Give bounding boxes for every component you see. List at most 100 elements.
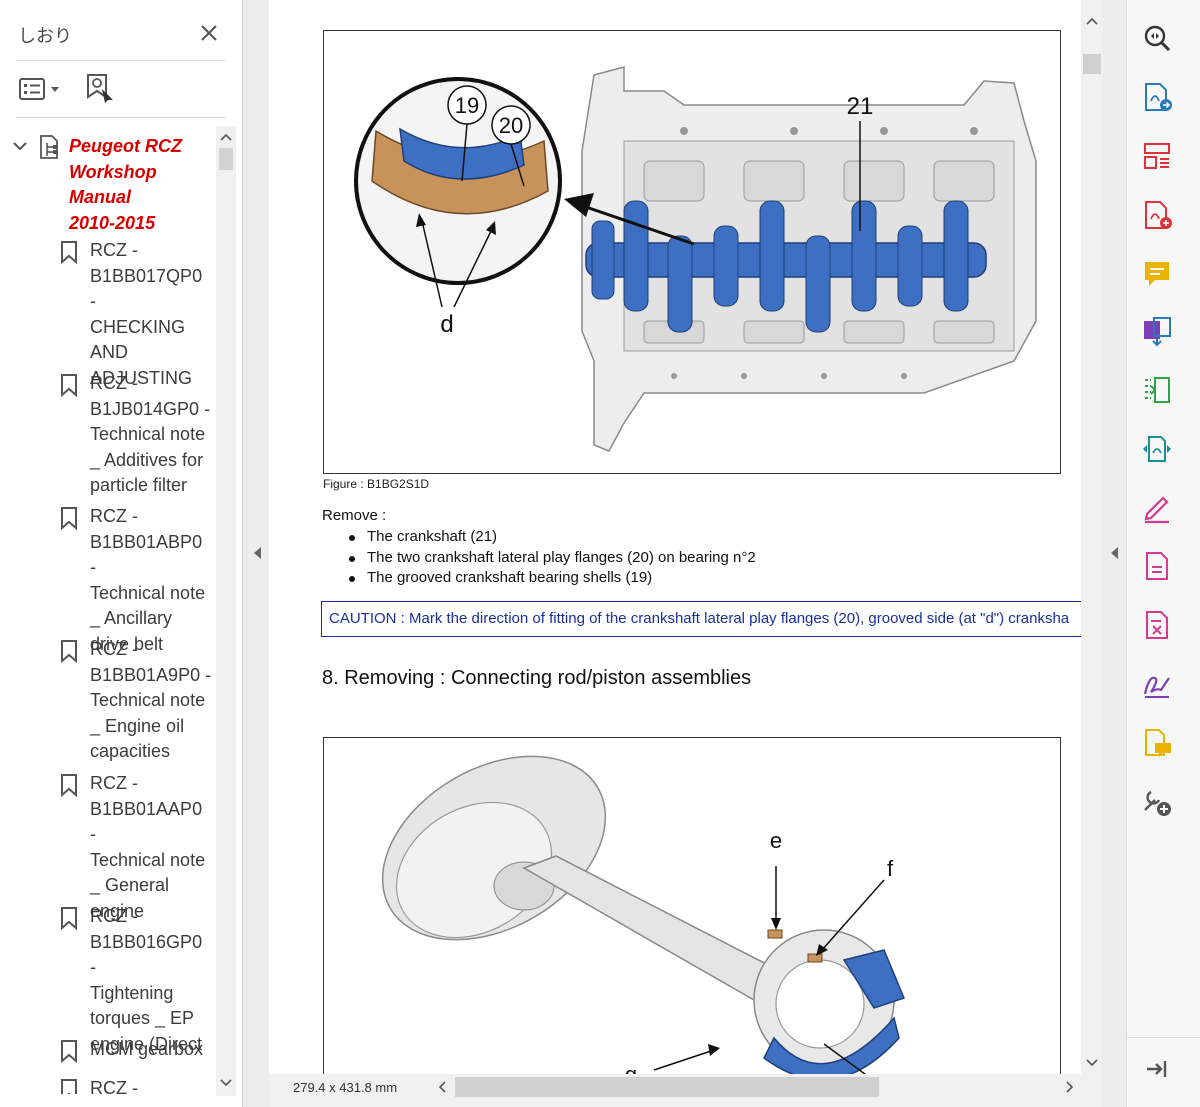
zoom-tool-button[interactable] (1141, 22, 1173, 54)
fill-sign-tool-button[interactable] (1141, 668, 1173, 700)
bookmarks-toolbar (0, 68, 243, 110)
bookmarks-title: しおり (18, 26, 72, 47)
bookmark-label[interactable]: RCZ - B1BB017QP0 - CHECKING AND ADJUSTIN… (90, 240, 203, 388)
edit-pdf-icon (1144, 496, 1169, 524)
connecting-rod-illustration: e f g (381, 755, 906, 1074)
collapse-left-pane-icon[interactable] (252, 546, 262, 560)
add-bookmark-icon (87, 74, 113, 103)
callout-e: e (770, 828, 782, 853)
create-pdf-tool-button[interactable] (1141, 199, 1173, 231)
edit-pdf-tool-button[interactable] (1141, 492, 1173, 524)
bookmark-label[interactable]: RCZ - B1BB01A9P0 - Technical note _ Engi… (90, 639, 212, 762)
divider (16, 60, 226, 61)
convert-tool-button[interactable] (1141, 433, 1173, 465)
compress-icon (1145, 377, 1170, 403)
redact-icon (1146, 611, 1168, 639)
new-bookmark-button[interactable] (84, 72, 116, 104)
organize-pages-icon (1144, 143, 1170, 169)
bookmark-label[interactable]: RCZ - B1BB016GP0 - Tightening torques _ … (90, 906, 203, 1054)
close-bookmarks-button[interactable] (196, 20, 222, 46)
scroll-down-icon[interactable] (220, 1078, 232, 1088)
page-size-readout: 279.4 x 431.8 mm (293, 1080, 398, 1095)
document-page: 19 20 21 d Figure : B1BG2S1D Remove : (269, 0, 1081, 1074)
bookmark-root-label[interactable]: Peugeot RCZ Workshop Manual 2010-2015 (69, 136, 183, 233)
scroll-up-icon[interactable] (220, 132, 232, 142)
section-heading: 8. Removing : Connecting rod/piston asse… (322, 667, 752, 689)
convert-icon (1143, 436, 1171, 462)
horizontal-scrollbar[interactable] (455, 1077, 1065, 1097)
bookmark-icon (61, 507, 77, 530)
scroll-right-icon[interactable] (1065, 1081, 1075, 1093)
scroll-left-icon[interactable] (437, 1081, 447, 1093)
callout-f: f (887, 856, 894, 881)
bookmark-label[interactable]: RCZ - B1BB01ABP0 - Technical note _ Anci… (90, 506, 206, 654)
document-tool-button[interactable] (1141, 550, 1173, 582)
chevron-down-icon[interactable] (12, 138, 28, 154)
bookmark-icon (61, 907, 77, 930)
redact-tool-button[interactable] (1141, 609, 1173, 641)
more-tools-button[interactable] (1141, 786, 1173, 818)
comment-icon (1145, 262, 1169, 286)
divider (16, 117, 226, 118)
figure-caption: Figure : B1BG2S1D (323, 477, 430, 491)
export-pdf-tool-button[interactable] (1141, 81, 1173, 113)
callout-21: 21 (847, 93, 874, 120)
close-icon (201, 25, 217, 41)
document-vertical-scrollbar[interactable] (1081, 0, 1103, 1074)
connecting-rod-figure: e f g (323, 737, 1061, 1074)
bookmarks-header: しおり (0, 0, 243, 60)
document-icon (1146, 552, 1168, 580)
scroll-up-icon[interactable] (1086, 16, 1098, 26)
scroll-down-icon[interactable] (1086, 1058, 1098, 1068)
callout-g: g (625, 1062, 637, 1074)
crankshaft-illustration: 19 20 21 d (354, 66, 1037, 452)
compress-tool-button[interactable] (1141, 374, 1173, 406)
bookmark-icon (61, 774, 77, 797)
bookmark-label[interactable]: RCZ - B1BB01AAP0 - Technical note _ Gene… (90, 773, 206, 921)
bookmark-icon (61, 241, 77, 264)
comment-tool-button[interactable] (1141, 258, 1173, 290)
collapse-pane-icon (1147, 1061, 1167, 1077)
bookmark-label[interactable]: RCZ - B1JB014GP0 - Technical note _ Addi… (90, 373, 211, 496)
bookmarks-scrollbar[interactable] (216, 126, 236, 1096)
bookmark-icon (61, 374, 77, 397)
bookmark-icon (61, 640, 77, 663)
callout-19: 19 (455, 93, 479, 118)
send-comments-tool-button[interactable] (1141, 727, 1173, 759)
callout-20: 20 (499, 113, 523, 138)
list-options-icon (19, 78, 59, 100)
divider (1127, 1037, 1200, 1038)
bookmarks-pane: しおり (0, 0, 243, 1107)
bookmark-label[interactable]: MCM gearbox (90, 1039, 204, 1059)
export-pdf-icon (1145, 83, 1172, 111)
combine-files-icon (1144, 317, 1171, 347)
combine-files-tool-button[interactable] (1141, 315, 1173, 347)
list-item: The crankshaft (21) (349, 527, 756, 548)
more-tools-icon (1144, 790, 1171, 816)
callout-d: d (440, 311, 453, 338)
crankshaft-figure: 19 20 21 d (323, 30, 1061, 474)
bookmark-options-dropdown[interactable] (18, 76, 64, 102)
bookmark-label[interactable]: RCZ - (90, 1078, 138, 1094)
bookmark-icon (61, 1040, 77, 1063)
tools-pane (1126, 0, 1200, 1107)
zoom-icon (1144, 25, 1171, 52)
collapse-tools-pane-button[interactable] (1141, 1053, 1173, 1085)
list-item: The grooved crankshaft bearing shells (1… (349, 568, 756, 589)
remove-heading: Remove : (322, 507, 387, 524)
fill-sign-icon (1143, 676, 1170, 698)
scrollbar-thumb[interactable] (219, 148, 233, 170)
scrollbar-thumb[interactable] (455, 1077, 879, 1097)
organize-pages-tool-button[interactable] (1141, 140, 1173, 172)
list-item: The two crankshaft lateral play flanges … (349, 548, 756, 569)
bookmark-tree: Peugeot RCZ Workshop Manual 2010-2015 RC… (0, 126, 216, 1094)
send-comments-icon (1145, 729, 1171, 757)
document-outline-icon (40, 135, 58, 159)
remove-list: The crankshaft (21) The two crankshaft l… (349, 527, 756, 589)
create-pdf-icon (1145, 201, 1172, 229)
scrollbar-thumb[interactable] (1083, 54, 1101, 74)
caution-box: CAUTION : Mark the direction of fitting … (321, 601, 1081, 637)
bookmark-icon (61, 1079, 77, 1094)
collapse-right-pane-icon[interactable] (1109, 546, 1119, 560)
